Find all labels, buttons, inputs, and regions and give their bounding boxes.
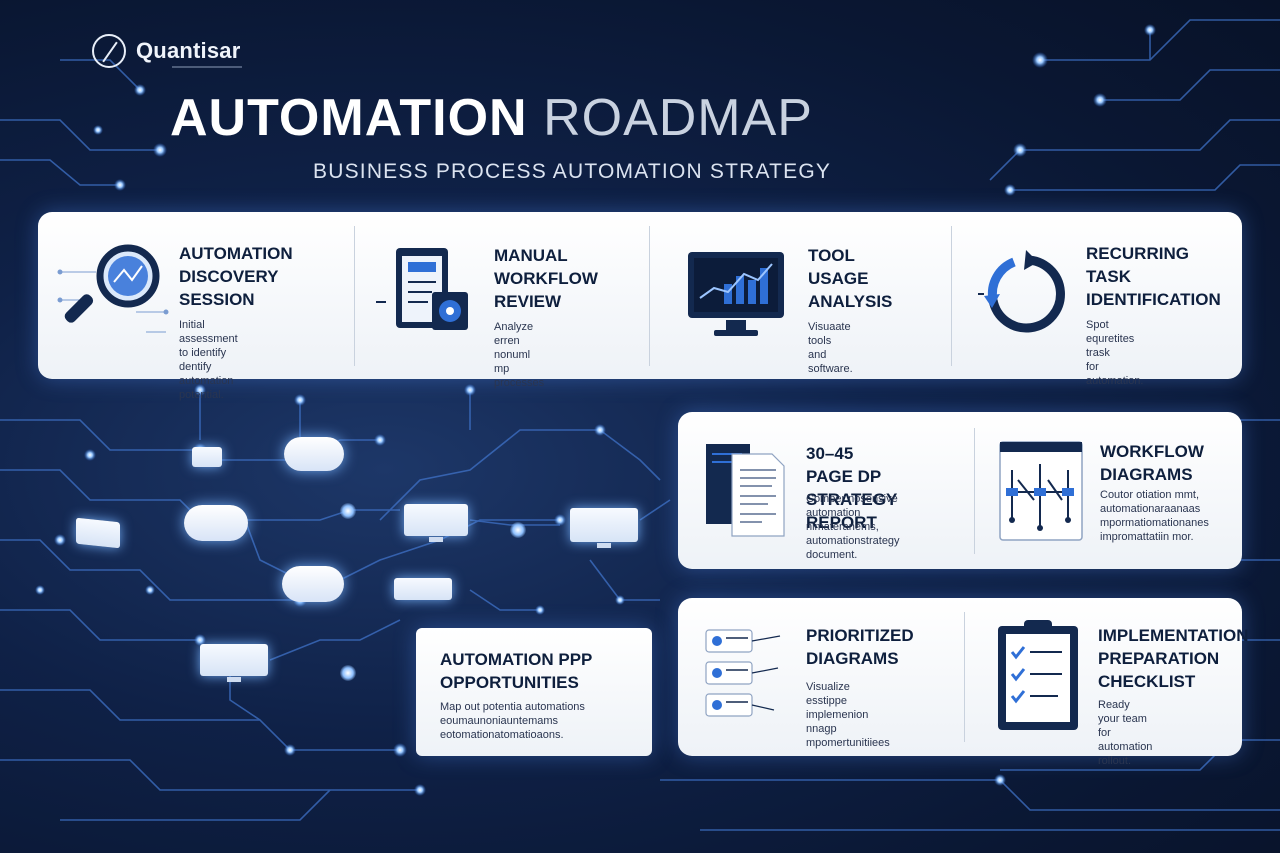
mini-screen-2 <box>76 517 120 549</box>
hub-node-1 <box>340 503 356 519</box>
card-description: Coutor otiation mmt, automationaraanaas … <box>1100 489 1209 543</box>
report-document-icon <box>706 444 785 537</box>
card-title: 30–45 PAGE DP STRATEGY REPORT <box>806 444 897 532</box>
card-title: AUTOMATION DISCOVERY SESSION <box>179 244 293 309</box>
card-description: Ready your team for automation rollout. <box>1098 699 1153 767</box>
deliverables-panel-1: 30–45 PAGE DP STRATEGY REPORT Comper nos… <box>678 412 1242 569</box>
hub-node-3 <box>340 665 356 681</box>
discovery-phase-panel: AUTOMATION DISCOVERY SESSION Initial ass… <box>38 212 1242 401</box>
hub-bubble-2 <box>184 505 248 541</box>
mini-screen-5 <box>394 578 452 600</box>
hub-bubble-3 <box>282 566 344 602</box>
card-automation-opportunities: AUTOMATION PPP OPPORTUNITIES Map out pot… <box>416 628 652 756</box>
title-part2: ROADMAP <box>543 89 813 147</box>
card-description: Visuaate tools and software. <box>808 321 853 375</box>
checklist-icon <box>998 620 1078 730</box>
hub-node-2 <box>510 522 526 538</box>
clipboard-gear-icon <box>376 248 468 330</box>
card-title: MANUAL WORKFLOW REVIEW <box>494 246 598 311</box>
mini-screen-1 <box>192 447 222 467</box>
card-title: PRIORITIZED DIAGRAMS <box>806 626 914 668</box>
brand-logo: Quantisar <box>92 34 241 68</box>
card-title: TOOL USAGE ANALYSIS <box>808 246 893 311</box>
prioritized-list-icon <box>705 629 781 717</box>
card-description: Map out potentia automations eoumaunonia… <box>440 701 585 741</box>
deliverables-panel-2: PRIORITIZED DIAGRAMS Visualize esstippe … <box>678 598 1248 767</box>
quantisar-logo-icon <box>92 34 126 68</box>
card-description: Spot equretites trask for automation. <box>1086 319 1144 387</box>
card-title: RECURRING TASK IDENTIFICATION <box>1086 244 1221 309</box>
brand-name: Quantisar <box>136 38 241 63</box>
page-subtitle: BUSINESS PROCESS AUTOMATION STRATEGY <box>313 160 832 183</box>
brand-tagline-line <box>172 66 242 68</box>
card-title: WORKFLOW DIAGRAMS <box>1100 442 1204 484</box>
mini-screen-4 <box>570 508 638 542</box>
mini-screen-3 <box>404 504 468 536</box>
workflow-diagram-icon <box>999 441 1083 541</box>
page-title: AUTOMATION ROADMAP <box>170 88 813 148</box>
hub-bubble-1 <box>284 437 344 471</box>
card-description: Visualize esstippe implemenion nnagp mpo… <box>806 681 890 749</box>
card-title: AUTOMATION PPP OPPORTUNITIES <box>440 650 593 692</box>
monitor-chart-icon <box>688 252 784 336</box>
card-description: Analyze erren nonuml mp processes <box>494 321 545 389</box>
mini-screen-6 <box>200 644 268 676</box>
magnifier-icon <box>57 244 169 333</box>
card-description: Initial assessment to identify dentify a… <box>179 319 238 401</box>
card-description: Comper nosensive automation nimateranems… <box>806 493 900 561</box>
recurring-cycle-icon <box>978 250 1065 333</box>
title-part1: AUTOMATION <box>170 89 528 147</box>
card-title: IMPLEMENTATION PREPARATION CHECKLIST <box>1098 626 1249 691</box>
